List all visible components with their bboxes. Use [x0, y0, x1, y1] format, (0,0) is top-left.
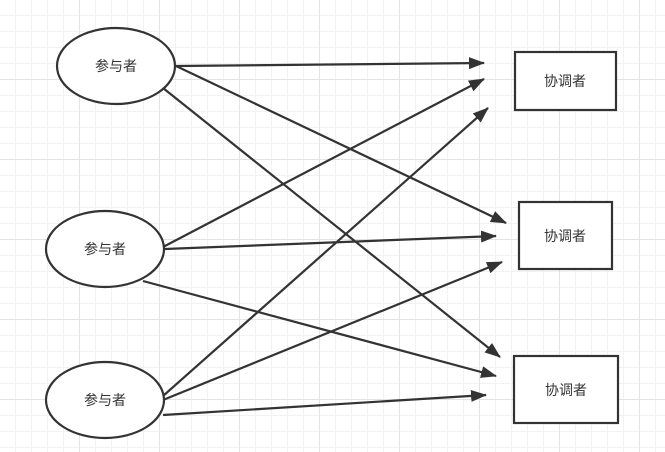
participant-label: 参与者 — [84, 392, 126, 409]
coordinator-box — [512, 354, 620, 425]
arrow-p1-to-c3 — [162, 87, 501, 358]
participant-label: 参与者 — [84, 241, 126, 258]
coordinator-label: 协调者 — [544, 74, 586, 90]
coordinators-layer: 协调者 协调者 协调者 — [512, 50, 620, 425]
participant-ellipse — [44, 209, 166, 289]
arrow-p3-to-c2 — [162, 260, 503, 402]
arrow-p2-to-c2 — [164, 230, 497, 251]
coordinator-box — [513, 50, 618, 112]
arrow-p1-to-c2 — [175, 65, 507, 224]
coordinator-box — [517, 200, 614, 271]
participant-ellipse — [44, 360, 166, 440]
coordinator-node[interactable]: 协调者 — [513, 50, 618, 112]
arrow-p3-to-c1 — [162, 107, 489, 397]
participant-node[interactable]: 参与者 — [44, 360, 166, 440]
arrow-p3-to-c3 — [162, 389, 487, 417]
participant-ellipse — [55, 26, 177, 106]
coordinator-label: 协调者 — [545, 383, 587, 399]
arrow-p1-to-c1 — [175, 57, 485, 70]
participant-node[interactable]: 参与者 — [44, 209, 166, 289]
participants-layer: 参与者 参与者 参与者 — [44, 26, 177, 440]
arrow-p2-to-c3 — [142, 279, 497, 378]
coordinator-node[interactable]: 协调者 — [512, 354, 620, 425]
arrow-p2-to-c1 — [162, 78, 485, 248]
coordinator-label: 协调者 — [544, 229, 586, 245]
participant-node[interactable]: 参与者 — [55, 26, 177, 106]
arrows-layer — [142, 57, 507, 417]
coordinator-node[interactable]: 协调者 — [517, 200, 614, 271]
participant-label: 参与者 — [95, 58, 137, 75]
